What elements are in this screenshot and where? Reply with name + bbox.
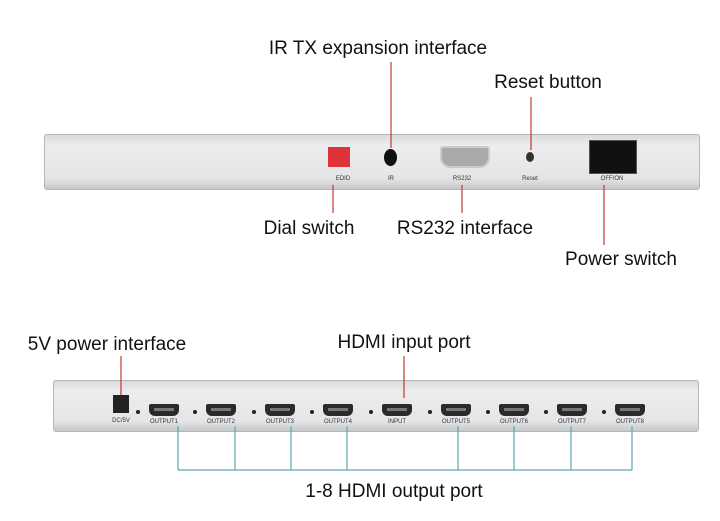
- port-label: OUTPUT8: [615, 419, 645, 425]
- power-label: OFF/ON: [600, 176, 624, 182]
- port-label: OUTPUT1: [149, 419, 179, 425]
- hdmi-port-output8: [615, 404, 645, 416]
- port-label: OUTPUT4: [323, 419, 353, 425]
- hdmi-port-output5: [441, 404, 471, 416]
- port-label: OUTPUT7: [557, 419, 587, 425]
- reset-button[interactable]: [526, 152, 534, 162]
- rs232-port: [440, 146, 490, 168]
- screw-dot: [428, 410, 432, 414]
- hdmi-port-output4: [323, 404, 353, 416]
- rs232-label: RS232: [452, 176, 472, 182]
- hdmi-input-callout: HDMI input port: [337, 332, 471, 353]
- screw-dot: [602, 410, 606, 414]
- dc-port: [113, 395, 129, 413]
- rs232-callout: RS232 interface: [396, 218, 534, 239]
- ir-label: IR: [388, 176, 394, 182]
- hdmi-port-input: [382, 404, 412, 416]
- screw-dot: [369, 410, 373, 414]
- ir-callout: IR TX expansion interface: [268, 38, 488, 59]
- hdmi-output-callout: 1-8 HDMI output port: [305, 481, 483, 502]
- screw-dot: [136, 410, 140, 414]
- hdmi-port-output1: [149, 404, 179, 416]
- edid-label: EDID: [335, 176, 351, 182]
- hdmi-port-output2: [206, 404, 236, 416]
- screw-dot: [310, 410, 314, 414]
- dc-callout: 5V power interface: [27, 334, 187, 355]
- screw-dot: [193, 410, 197, 414]
- reset-callout: Reset button: [494, 72, 602, 93]
- port-label: OUTPUT3: [265, 419, 295, 425]
- power-callout: Power switch: [565, 249, 677, 270]
- dip-switch: [328, 147, 350, 167]
- hdmi-port-output7: [557, 404, 587, 416]
- reset-label: Reset: [522, 176, 538, 182]
- hdmi-port-output6: [499, 404, 529, 416]
- hdmi-port-output3: [265, 404, 295, 416]
- port-label: OUTPUT2: [206, 419, 236, 425]
- port-label: OUTPUT6: [499, 419, 529, 425]
- dc-label: DC/5V: [112, 418, 130, 424]
- port-label: INPUT: [388, 419, 406, 425]
- screw-dot: [544, 410, 548, 414]
- screw-dot: [252, 410, 256, 414]
- dial-callout: Dial switch: [263, 218, 355, 239]
- power-switch[interactable]: [589, 140, 637, 174]
- ir-port: [384, 149, 397, 166]
- port-label: OUTPUT5: [441, 419, 471, 425]
- screw-dot: [486, 410, 490, 414]
